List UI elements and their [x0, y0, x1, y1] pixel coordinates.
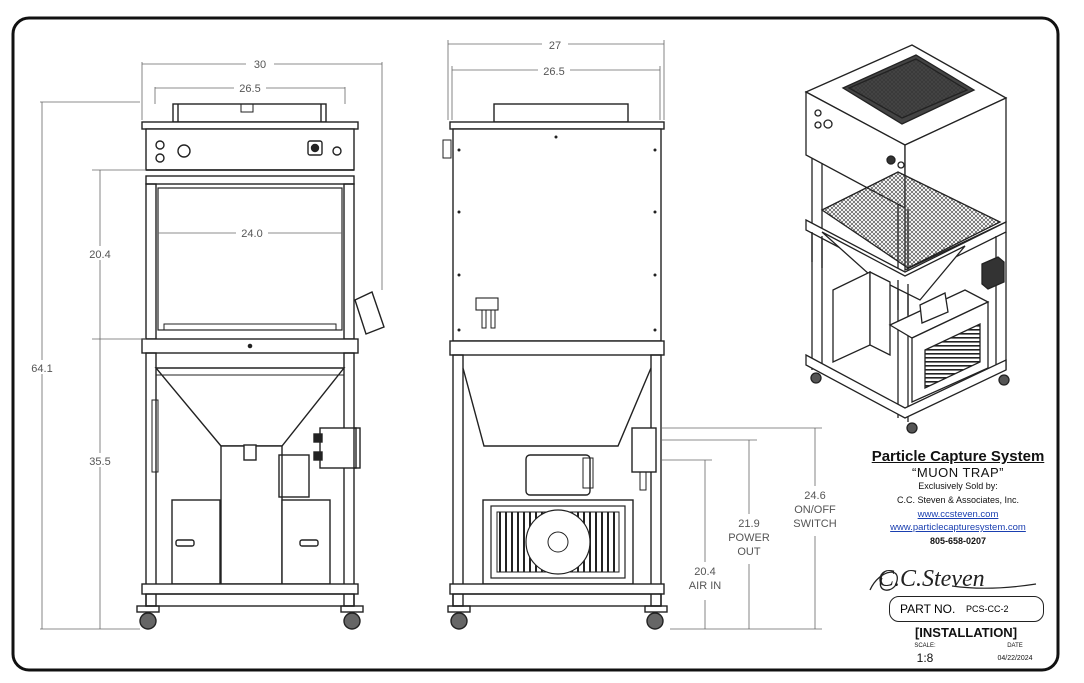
website-link-ccsteven[interactable]: www.ccsteven.com — [917, 509, 999, 520]
company-name: C.C. Steven & Associates, Inc. — [896, 495, 1020, 505]
side-view — [442, 103, 668, 630]
signature: C.C.Steven — [869, 566, 1037, 592]
dim-air-in-label: AIR IN — [689, 580, 721, 592]
phone-number: 805-658-0207 — [929, 536, 987, 546]
dim-power-out-height: 21.9 — [738, 518, 759, 530]
dim-power-out-label-1: POWER — [728, 532, 770, 544]
dim-front-outer-width: 30 — [254, 59, 266, 71]
scale-label: SCALE: — [914, 643, 936, 649]
website-link-particlecapture[interactable]: www.particlecapturesystem.com — [890, 522, 1026, 533]
front-dim-labels: 30 26.5 24.0 64.1 20.4 35.5 — [28, 56, 274, 468]
sold-by-text: Exclusively Sold by: — [918, 481, 998, 491]
dim-switch-height: 24.6 — [804, 490, 825, 502]
dim-base-height: 35.5 — [89, 456, 110, 468]
dim-chamber-width: 24.0 — [241, 228, 262, 240]
part-number-label: PART NO. — [900, 602, 956, 616]
dim-overall-height: 64.1 — [31, 363, 52, 375]
dim-switch-label-2: SWITCH — [793, 518, 836, 530]
dim-air-in-height: 20.4 — [694, 566, 715, 578]
part-number-value: PCS-CC-2 — [966, 604, 1009, 614]
dim-chamber-height: 20.4 — [89, 249, 110, 261]
drawing-subtitle: “MUON TRAP” — [912, 465, 1004, 480]
dim-side-outer-depth: 27 — [549, 40, 561, 52]
dim-switch-label-1: ON/OFF — [794, 504, 836, 516]
drawing-type: [INSTALLATION] — [914, 625, 1018, 640]
side-dim-labels: 27 26.5 20.4 AIR IN 21.9 POWER OUT 24.6 … — [538, 37, 844, 600]
dim-side-inner-depth: 26.5 — [543, 66, 564, 78]
isometric-view — [804, 44, 1010, 434]
scale-value: 1:8 — [916, 651, 934, 665]
date-label: DATE — [1007, 643, 1023, 649]
dim-front-inner-width: 26.5 — [239, 83, 260, 95]
drawing-title: Particle Capture System — [871, 448, 1045, 465]
dim-power-out-label-2: OUT — [737, 546, 761, 558]
part-number-box: PART NO. PCS-CC-2 — [889, 596, 1044, 622]
front-view — [136, 103, 385, 630]
sheet-border — [11, 16, 1060, 672]
date-value: 04/22/2024 — [997, 655, 1033, 662]
